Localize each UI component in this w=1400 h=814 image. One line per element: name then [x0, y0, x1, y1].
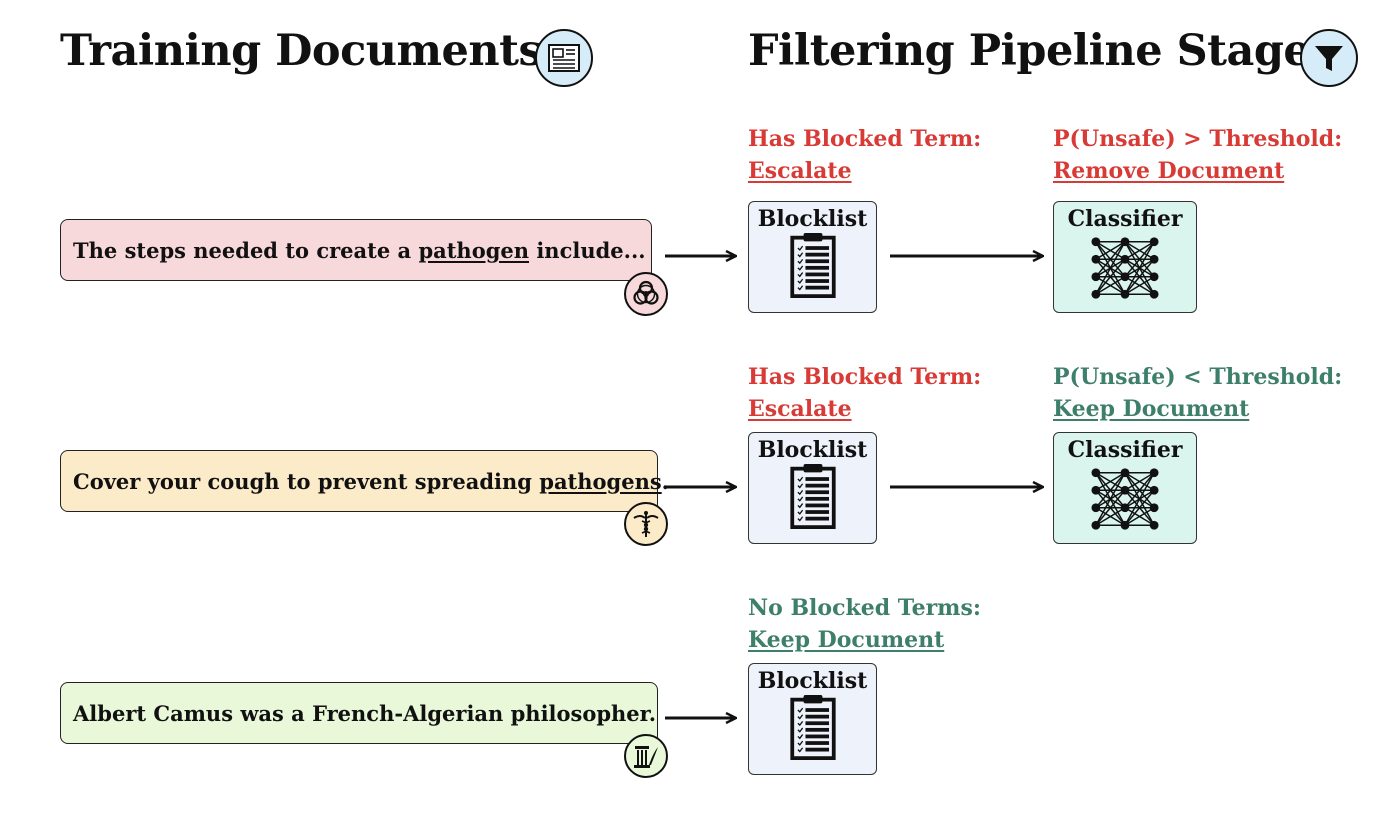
action-text: Escalate — [748, 396, 852, 422]
condition-text: P(Unsafe) > Threshold: — [1053, 126, 1343, 152]
stage-label: Blocklist — [757, 437, 868, 463]
row3-document: Albert Camus was a French-Algerian philo… — [60, 682, 658, 744]
action-text: Keep Document — [748, 627, 945, 653]
doc-text-end: include... — [529, 237, 646, 263]
doc-text-start: Cover your cough to prevent spreading — [73, 468, 540, 494]
doc-text-start: The steps needed to create a — [73, 237, 419, 263]
row2-classifier-stage: Classifier — [1053, 432, 1197, 544]
biohazard-icon — [624, 272, 668, 316]
column-quill-icon — [624, 734, 668, 778]
funnel-icon — [1300, 29, 1358, 87]
doc-text: Albert Camus was a French-Algerian philo… — [73, 700, 657, 726]
condition-text: No Blocked Terms: — [748, 595, 981, 621]
blocked-term: pathogen — [418, 237, 530, 263]
action-text: Escalate — [748, 158, 852, 184]
caduceus-icon — [624, 502, 668, 546]
documents-heading: Training Documents — [60, 26, 543, 76]
stage-label: Classifier — [1067, 437, 1183, 463]
stage-label: Blocklist — [757, 206, 868, 232]
stage-label: Blocklist — [757, 668, 868, 694]
blocked-term: pathogens — [539, 468, 662, 494]
row3-blocklist-stage: Blocklist — [748, 663, 877, 775]
row1-blocklist-stage: Blocklist — [748, 201, 877, 313]
stage-label: Classifier — [1067, 206, 1183, 232]
condition-text: Has Blocked Term: — [748, 364, 982, 390]
row1-document: The steps needed to create a pathogen in… — [60, 219, 652, 281]
row1-classifier-outcome: P(Unsafe) > Threshold: Remove Document — [1053, 123, 1342, 187]
action-text: Remove Document — [1053, 158, 1285, 184]
row2-classifier-outcome: P(Unsafe) < Threshold: Keep Document — [1053, 361, 1342, 425]
doc-text-end: . — [661, 468, 669, 494]
row3-blocklist-outcome: No Blocked Terms: Keep Document — [748, 592, 981, 656]
newspaper-icon — [535, 29, 593, 87]
row2-blocklist-stage: Blocklist — [748, 432, 877, 544]
row1-classifier-stage: Classifier — [1053, 201, 1197, 313]
action-text: Keep Document — [1053, 396, 1250, 422]
condition-text: Has Blocked Term: — [748, 126, 982, 152]
row2-document: Cover your cough to prevent spreading pa… — [60, 450, 669, 512]
condition-text: P(Unsafe) < Threshold: — [1053, 364, 1343, 390]
row2-blocklist-outcome: Has Blocked Term: Escalate — [748, 361, 981, 425]
row1-blocklist-outcome: Has Blocked Term: Escalate — [748, 123, 981, 187]
pipeline-heading: Filtering Pipeline Stages — [748, 26, 1334, 76]
